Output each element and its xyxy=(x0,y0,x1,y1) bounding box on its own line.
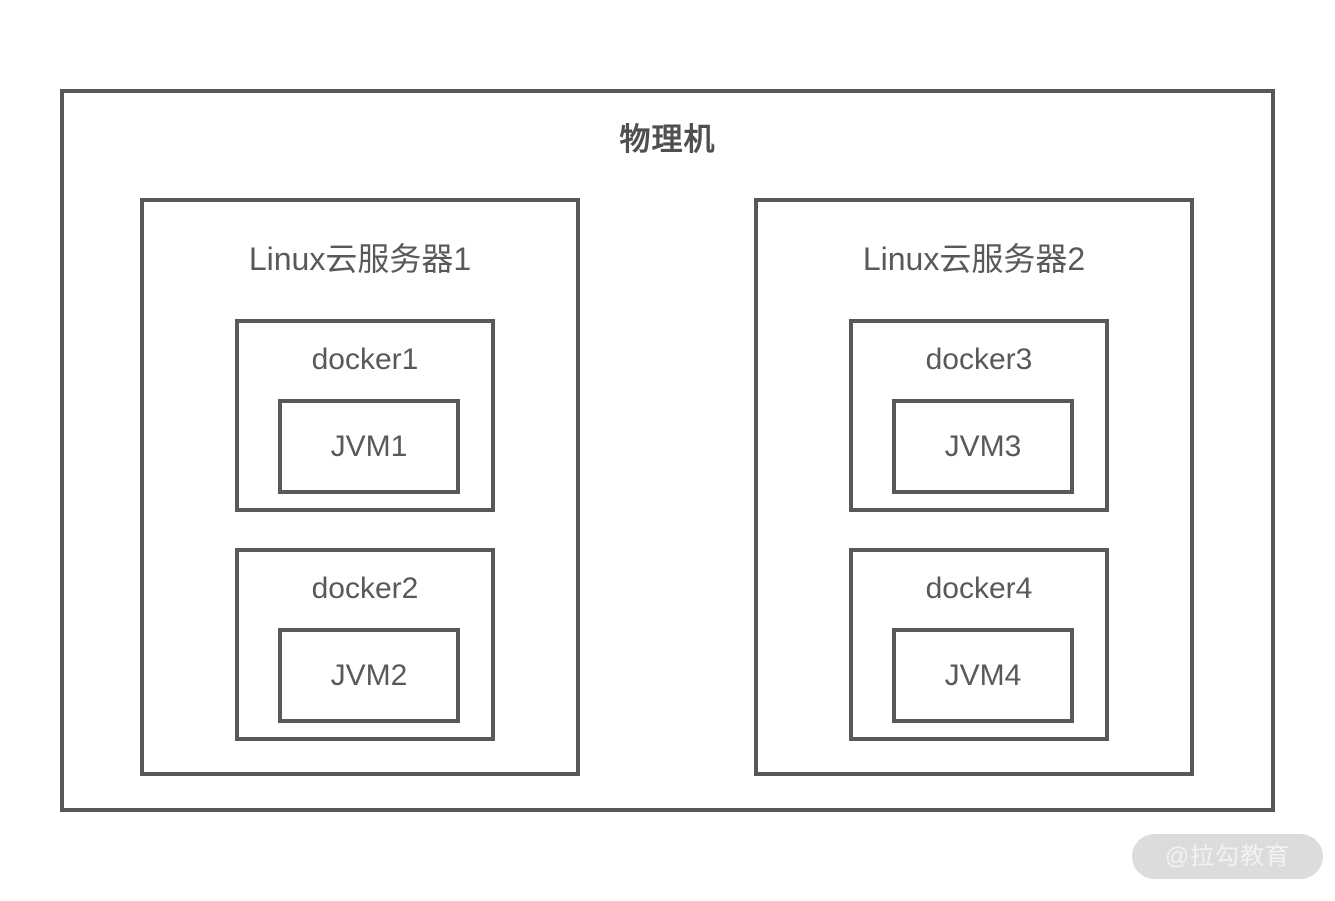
linux-server-1-box: Linux云服务器1 docker1 JVM1 docker2 JVM2 xyxy=(140,198,580,776)
jvm4-label: JVM4 xyxy=(944,658,1022,692)
watermark-badge: @拉勾教育 xyxy=(1132,834,1323,879)
jvm2-label: JVM2 xyxy=(330,658,408,692)
docker4-label: docker4 xyxy=(925,572,1033,605)
jvm1-box: JVM1 xyxy=(278,399,460,494)
docker1-box: docker1 JVM1 xyxy=(235,319,495,512)
jvm1-label: JVM1 xyxy=(330,429,408,463)
watermark-label: @拉勾教育 xyxy=(1164,842,1291,870)
docker2-label: docker2 xyxy=(311,572,419,605)
jvm2-box: JVM2 xyxy=(278,628,460,723)
physical-machine-box: 物理机 Linux云服务器1 docker1 JVM1 docker2 JVM2… xyxy=(60,89,1275,812)
physical-machine-title: 物理机 xyxy=(619,122,716,157)
jvm3-label: JVM3 xyxy=(944,429,1022,463)
docker3-box: docker3 JVM3 xyxy=(849,319,1109,512)
linux-server-2-title: Linux云服务器2 xyxy=(862,241,1086,277)
linux-server-2-box: Linux云服务器2 docker3 JVM3 docker4 JVM4 xyxy=(754,198,1194,776)
jvm3-box: JVM3 xyxy=(892,399,1074,494)
jvm4-box: JVM4 xyxy=(892,628,1074,723)
linux-server-1-title: Linux云服务器1 xyxy=(248,241,472,277)
docker1-label: docker1 xyxy=(311,343,419,376)
docker4-box: docker4 JVM4 xyxy=(849,548,1109,741)
docker2-box: docker2 JVM2 xyxy=(235,548,495,741)
docker3-label: docker3 xyxy=(925,343,1033,376)
